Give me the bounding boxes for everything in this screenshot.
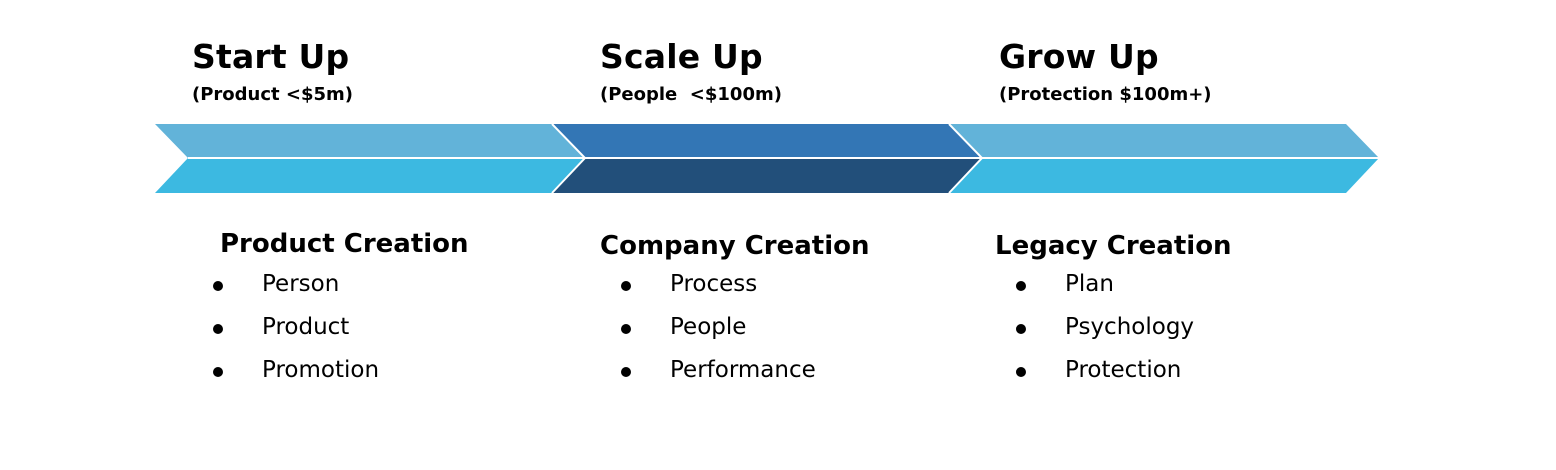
stage-title-start-up: Start Up [192,37,350,76]
section-title-company-creation: Company Creation [600,231,870,261]
bullet-icon [1016,281,1026,291]
stage-subtitle-grow-up: (Protection $100m+) [999,84,1212,105]
chevron-segment-2-bottom [552,158,982,193]
chevron-segment-3-bottom [949,158,1379,193]
chevron-segment-3-top [949,124,1379,158]
bullet-icon [1016,324,1026,334]
chevron-segment-1-top [155,124,585,158]
section-title-legacy-creation: Legacy Creation [995,231,1232,261]
bullet-icon [213,367,223,377]
stage-subtitle-start-up: (Product <$5m) [192,84,354,105]
stage-subtitle-scale-up: (People <$100m) [600,84,782,105]
bullet-icon [1016,367,1026,377]
bullet-icon [213,324,223,334]
chevron-segment-2-top [552,124,982,158]
bullet-icon [621,324,631,334]
section-title-product-creation: Product Creation [220,229,469,259]
chevron-separator-1 [551,123,587,194]
chevron-separator-2 [948,123,984,194]
stage-title-scale-up: Scale Up [600,37,763,76]
bullet-icon [621,367,631,377]
bullet-icon [621,281,631,291]
stage-title-grow-up: Grow Up [999,37,1159,76]
chevron-segment-1-bottom [155,158,585,193]
bullet-icon [213,281,223,291]
